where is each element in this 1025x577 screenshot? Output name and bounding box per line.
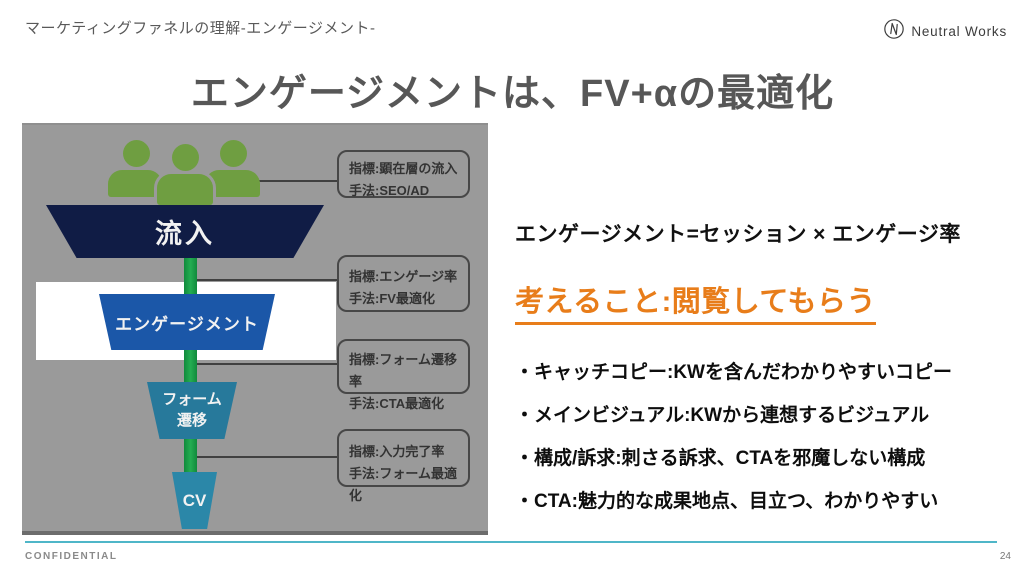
connector-line-4: [190, 456, 337, 458]
annotation-box-inflow: 指標:顕在層の流入 手法:SEO/AD: [337, 150, 470, 198]
bullet-list: ・キャッチコピー:KWを含んだわかりやすいコピー ・メインビジュアル:KWから連…: [515, 351, 1015, 523]
connector-line-3: [190, 363, 337, 365]
funnel-diagram: 流入 エンゲージメント フォーム遷移 CV 指標:顕在層の流入 手法:SEO/A…: [22, 123, 488, 535]
stage-label: 流入: [155, 219, 215, 249]
annotation-method: 手法:SEO/AD: [349, 183, 430, 199]
confidential-label: CONFIDENTIAL: [25, 551, 118, 562]
funnel-stage-inflow: 流入: [46, 205, 324, 258]
stage-label: CV: [182, 490, 207, 510]
bullet-item: ・構成/訴求:刺さる訴求、CTAを邪魔しない構成: [515, 448, 926, 469]
annotation-metric: 指標:入力完了率: [349, 444, 445, 459]
key-point-heading: 考えること:閲覧してもらう: [515, 278, 876, 325]
engagement-formula: エンゲージメント=セッション × エンゲージ率: [515, 223, 961, 246]
funnel-flow-connector: [184, 349, 197, 384]
annotation-metric: 指標:エンゲージ率: [349, 269, 458, 284]
bullet-item: ・CTA:魅力的な成果地点、目立つ、わかりやすい: [515, 491, 939, 512]
connector-line-2: [190, 279, 337, 281]
funnel-flow-connector: [184, 258, 197, 296]
footer-divider: [25, 541, 997, 543]
page-number: 24: [999, 551, 1011, 562]
annotation-method: 手法:フォーム最適化: [349, 466, 457, 504]
neutral-works-logo-icon: [883, 18, 905, 45]
annotation-metric: 指標:フォーム遷移率: [349, 352, 457, 390]
funnel-stage-engagement: エンゲージメント: [99, 294, 275, 350]
annotation-box-form: 指標:フォーム遷移率 手法:CTA最適化: [337, 339, 470, 411]
content-block: エンゲージメント=セッション × エンゲージ率 考えること:閲覧してもらう ・キ…: [515, 218, 1015, 523]
company-logo: Neutral Works: [883, 18, 1007, 45]
funnel-stage-cv: CV: [172, 472, 217, 529]
stage-label: フォーム遷移: [162, 391, 222, 429]
annotation-method: 手法:CTA最適化: [349, 396, 445, 412]
logo-text: Neutral Works: [911, 24, 1007, 39]
audience-icon: [108, 140, 260, 205]
annotation-method: 手法:FV最適化: [349, 291, 435, 307]
annotation-box-engagement: 指標:エンゲージ率 手法:FV最適化: [337, 255, 470, 312]
bullet-item: ・メインビジュアル:KWから連想するビジュアル: [515, 405, 930, 426]
bullet-item: ・キャッチコピー:KWを含んだわかりやすいコピー: [515, 362, 952, 383]
funnel-flow-connector: [184, 438, 197, 474]
annotation-box-cv: 指標:入力完了率 手法:フォーム最適化: [337, 429, 470, 503]
page-title: エンゲージメントは、FV+αの最適化: [190, 73, 835, 115]
connector-line-1: [240, 180, 337, 182]
stage-label: エンゲージメント: [115, 314, 259, 334]
funnel-stage-form-transition: フォーム遷移: [147, 382, 237, 439]
annotation-metric: 指標:顕在層の流入: [349, 161, 458, 176]
breadcrumb: マーケティングファネルの理解-エンゲージメント-: [25, 20, 376, 37]
